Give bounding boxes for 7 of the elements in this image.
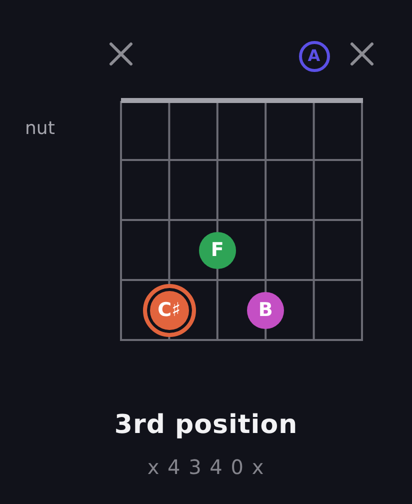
open-string-marker: A [298, 40, 330, 72]
chord-position-title: 3rd position [114, 410, 298, 440]
finger-dot: F [198, 232, 236, 268]
nut-label: nut [25, 118, 55, 139]
finger-dot: B [247, 292, 284, 328]
fingering-caption: x 4 3 4 0 x [147, 455, 265, 479]
root-note-dot: C♯ [142, 284, 196, 336]
